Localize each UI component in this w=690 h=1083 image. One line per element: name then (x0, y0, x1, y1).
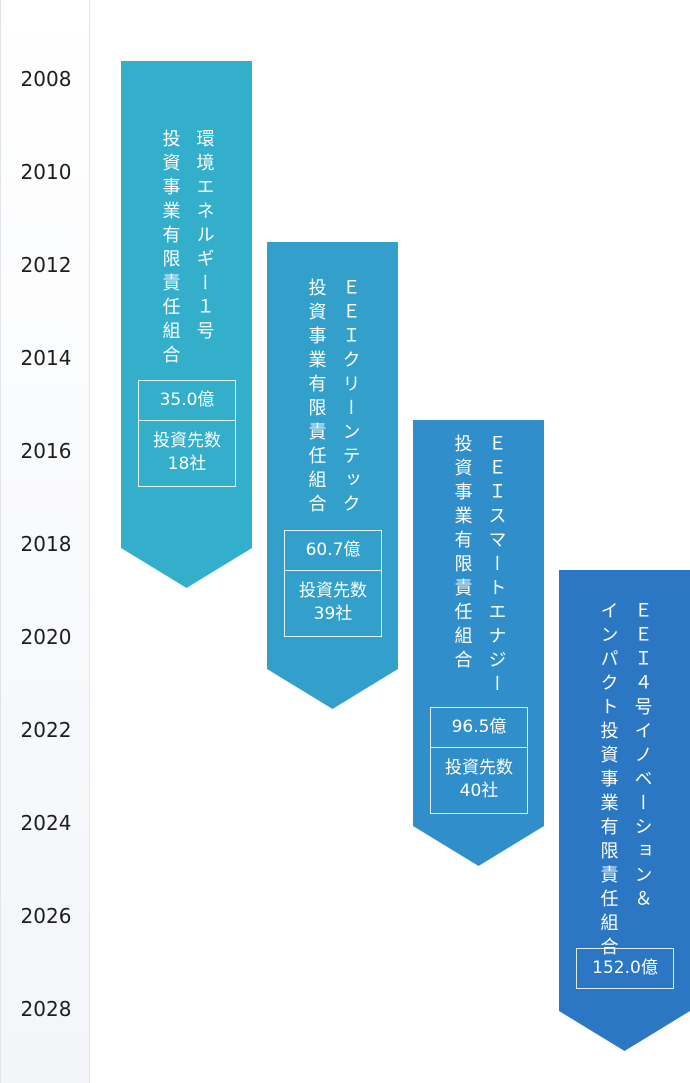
fund-4-arrow: ＥＥＩ４号イノベーション＆ インパクト投資事業有限責任組合 152.0億 (559, 570, 690, 1051)
fund-1-investee-count: 投資先数 18社 (139, 420, 235, 486)
fund-3-title-line-2: 投資事業有限責任組合 (451, 434, 473, 674)
fund-2-arrow: ＥＥＩクリーンテック 投資事業有限責任組合 60.7億 投資先数 39社 (267, 242, 398, 709)
fund-2-title-line-1: ＥＥＩクリーンテック (339, 278, 361, 518)
fund-4-info-box: 152.0億 (576, 948, 674, 989)
year-label: 2020 (20, 625, 72, 649)
fund-3-count-label: 投資先数 (445, 758, 513, 778)
fund-4-arrow-shape (559, 570, 690, 1051)
fund-1-info-box: 35.0億 投資先数 18社 (138, 380, 236, 487)
year-label: 2012 (20, 253, 72, 277)
year-label: 2018 (20, 532, 72, 556)
fund-3-amount: 96.5億 (451, 717, 507, 737)
year-axis: 2008 2010 2012 2014 2016 2018 2020 2022 … (0, 0, 90, 1083)
fund-1-title-line-1: 環境エネルギー１号 (193, 129, 215, 345)
fund-4-amount: 152.0億 (592, 958, 658, 978)
fund-3-info-box: 96.5億 投資先数 40社 (430, 707, 528, 814)
fund-1-arrow-shape (121, 61, 252, 588)
fund-2-investee-count: 投資先数 39社 (285, 570, 381, 636)
fund-1-title: 環境エネルギー１号 投資事業有限責任組合 (121, 129, 252, 369)
fund-1-amount: 35.0億 (159, 390, 215, 410)
year-label: 2024 (20, 811, 72, 835)
fund-4-title-line-1: ＥＥＩ４号イノベーション＆ (631, 601, 653, 913)
year-label: 2026 (20, 904, 72, 928)
fund-1-arrow: 環境エネルギー１号 投資事業有限責任組合 35.0億 投資先数 18社 (121, 61, 252, 588)
fund-1-title-line-2: 投資事業有限責任組合 (159, 129, 181, 369)
fund-3-arrow-shape (413, 420, 544, 866)
year-label: 2028 (20, 997, 72, 1021)
fund-2-count-value: 39社 (313, 604, 353, 624)
fund-3-arrow: ＥＥＩスマートエナジー 投資事業有限責任組合 96.5億 投資先数 40社 (413, 420, 544, 866)
year-label: 2016 (20, 439, 72, 463)
year-label: 2022 (20, 718, 72, 742)
fund-3-title-line-1: ＥＥＩスマートエナジー (485, 434, 507, 698)
fund-4-title-line-2: インパクト投資事業有限責任組合 (597, 601, 619, 961)
fund-2-title: ＥＥＩクリーンテック 投資事業有限責任組合 (267, 278, 398, 518)
fund-2-count-label: 投資先数 (299, 581, 367, 601)
fund-4-title: ＥＥＩ４号イノベーション＆ インパクト投資事業有限責任組合 (559, 601, 690, 961)
year-label: 2014 (20, 346, 72, 370)
fund-2-title-line-2: 投資事業有限責任組合 (305, 278, 327, 518)
fund-3-count-value: 40社 (459, 781, 499, 801)
fund-1-count-value: 18社 (167, 454, 207, 474)
fund-2-amount: 60.7億 (305, 540, 361, 560)
fund-2-arrow-shape (267, 242, 398, 709)
fund-3-investee-count: 投資先数 40社 (431, 747, 527, 813)
fund-1-count-label: 投資先数 (153, 431, 221, 451)
year-label: 2008 (20, 67, 72, 91)
year-label: 2010 (20, 160, 72, 184)
fund-3-title: ＥＥＩスマートエナジー 投資事業有限責任組合 (413, 434, 544, 698)
fund-2-info-box: 60.7億 投資先数 39社 (284, 530, 382, 637)
